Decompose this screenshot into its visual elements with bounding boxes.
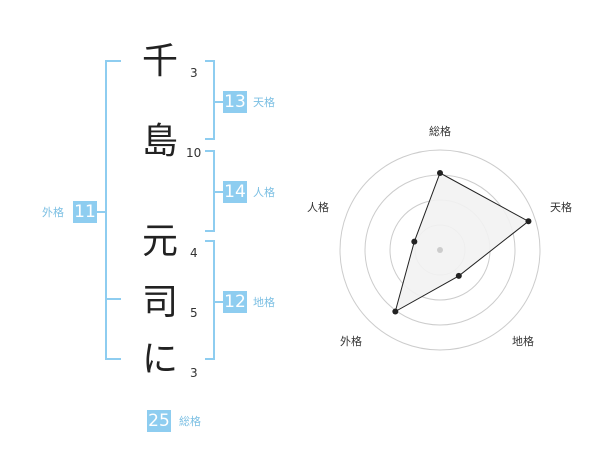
radar-point-1 (437, 170, 443, 176)
gaikaku-bracket-top (105, 60, 121, 62)
radar-point-5 (411, 238, 418, 245)
jinkaku-bracket-top (205, 150, 215, 152)
soukaku-value: 25 (147, 410, 171, 432)
stroke-count-3: 4 (190, 246, 198, 260)
tenkaku-label: 天格 (253, 96, 275, 109)
axis-label-gaikaku: 外格 (340, 335, 362, 348)
soukaku-label: 総格 (179, 415, 201, 428)
radar-point-4 (392, 308, 399, 315)
tenkaku-connector (215, 101, 223, 103)
name-char-2: 島 (141, 121, 178, 162)
chikaku-bracket-top (205, 240, 215, 242)
name-char-1: 千 (141, 41, 178, 82)
tenkaku-bracket (213, 60, 215, 140)
axis-label-tenkaku: 天格 (550, 201, 572, 214)
axis-label-jinkaku: 人格 (307, 201, 329, 214)
chikaku-bracket-bottom (205, 358, 215, 360)
gaikaku-bracket-mid (105, 298, 121, 300)
stroke-count-1: 3 (190, 66, 198, 80)
gaikaku-label: 外格 (42, 206, 64, 219)
radar-points (392, 170, 532, 315)
stroke-count-4: 5 (190, 306, 198, 320)
tenkaku-value: 13 (223, 91, 247, 113)
tenkaku-bracket-bottom (205, 138, 215, 140)
gaikaku-bracket (105, 60, 107, 360)
jinkaku-connector (215, 191, 223, 193)
gaikaku-value: 11 (73, 201, 97, 223)
name-char-4: 司 (141, 282, 178, 323)
radar-ring-4 (339, 149, 541, 351)
radar-chart (339, 149, 541, 351)
radar-center (437, 247, 443, 253)
chikaku-bracket (213, 240, 215, 360)
radar-point-2 (525, 218, 532, 225)
gaikaku-connector (97, 211, 106, 213)
jinkaku-bracket-bottom (205, 230, 215, 232)
gaikaku-bracket-bottom (105, 358, 121, 360)
axis-label-soukaku: 総格 (429, 125, 451, 138)
jinkaku-bracket (213, 150, 215, 232)
name-char-5: に (141, 339, 178, 380)
stroke-count-2: 10 (186, 146, 202, 160)
chikaku-label: 地格 (253, 296, 275, 309)
radar-area (394, 172, 530, 313)
chikaku-connector (215, 301, 223, 303)
tenkaku-bracket-top (205, 60, 215, 62)
stroke-count-5: 3 (190, 366, 198, 380)
name-char-3: 元 (141, 221, 178, 262)
axis-label-chikaku: 地格 (512, 335, 534, 348)
radar-point-3 (455, 272, 462, 279)
jinkaku-label: 人格 (253, 186, 275, 199)
jinkaku-value: 14 (223, 181, 247, 203)
chikaku-value: 12 (223, 291, 247, 313)
